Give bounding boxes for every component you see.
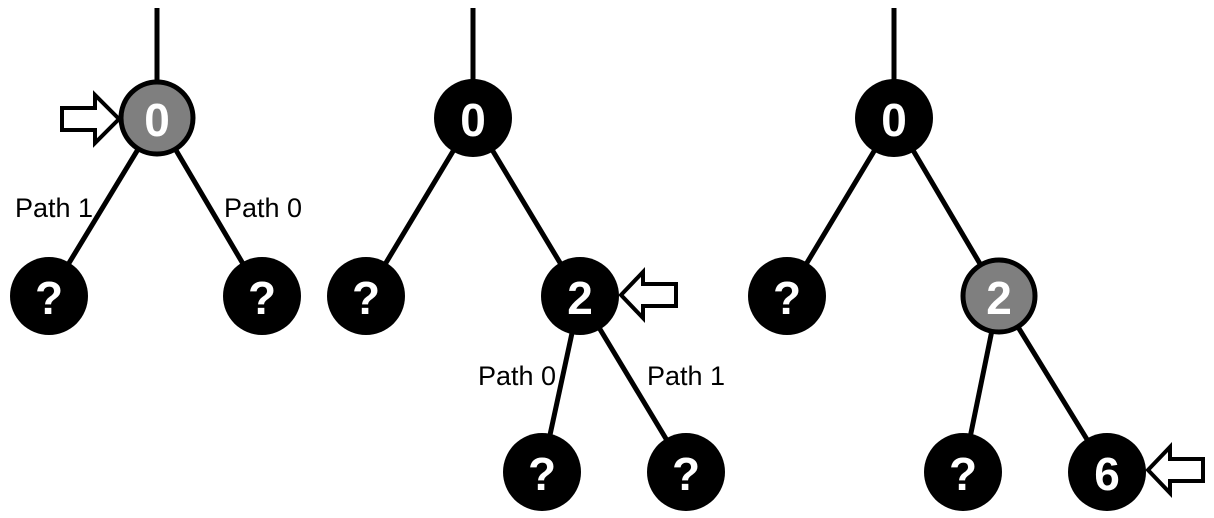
right-edge-path-label: Path 0 — [224, 193, 302, 223]
pointer-arrow-icon — [60, 90, 122, 148]
right-grandchild-node-label: ? — [672, 448, 700, 500]
left-child-node-label: ? — [352, 272, 380, 324]
tree-left: 0 ? ? Path 1 Path 0 — [10, 8, 302, 335]
left-grandchild-node-circle — [924, 433, 1002, 511]
right-edge-path-label: Path 1 — [647, 361, 725, 391]
left-child-node-circle — [10, 257, 88, 335]
left-grandchild-node-label: ? — [528, 448, 556, 500]
tree-middle: 0 ? 2 ? ? Path 0 Path 1 — [327, 8, 725, 511]
left-child-node-circle — [327, 257, 405, 335]
root-node-circle — [434, 79, 512, 157]
right-child-node-circle — [223, 257, 301, 335]
right-child-node-label: 2 — [567, 272, 593, 324]
left-child-node-label: ? — [35, 272, 63, 324]
left-child-node-circle — [748, 257, 826, 335]
pointer-arrow-icon — [1145, 442, 1205, 498]
left-edge-path-label: Path 0 — [478, 361, 556, 391]
right-child-node-label: 2 — [986, 272, 1012, 324]
right-child-node-label: ? — [248, 272, 276, 324]
left-grandchild-node-label: ? — [949, 448, 977, 500]
pointer-arrow-icon — [618, 267, 678, 323]
right-child-node-circle — [960, 257, 1038, 335]
root-node-circle — [118, 79, 196, 157]
right-grandchild-node-circle — [647, 433, 725, 511]
left-edge-path-label: Path 1 — [15, 193, 93, 223]
root-node-label: 0 — [144, 94, 170, 146]
root-node-label: 0 — [460, 94, 486, 146]
right-child-node-circle — [541, 257, 619, 335]
tree-right: 0 ? 2 ? 6 — [748, 8, 1205, 511]
left-child-node-label: ? — [773, 272, 801, 324]
right-grandchild-node-circle — [1068, 433, 1146, 511]
left-grandchild-node-circle — [503, 433, 581, 511]
right-grandchild-node-label: 6 — [1094, 448, 1120, 500]
root-node-label: 0 — [881, 94, 907, 146]
root-node-circle — [855, 79, 933, 157]
